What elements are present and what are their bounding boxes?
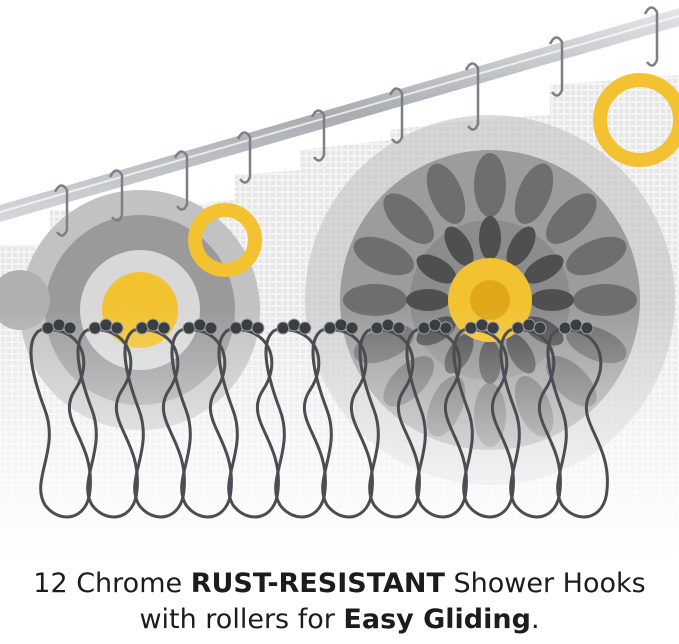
roller-ball bbox=[251, 321, 265, 335]
product-photo bbox=[0, 0, 679, 560]
caption-line-1: 12 Chrome RUST-RESISTANT Shower Hooks bbox=[33, 568, 646, 599]
roller-ball bbox=[381, 318, 395, 332]
roller-ball bbox=[287, 318, 301, 332]
roller-ball bbox=[298, 321, 312, 335]
roller-ball bbox=[240, 318, 254, 332]
roller-ball bbox=[428, 318, 442, 332]
roller-ball bbox=[135, 321, 149, 335]
roller-ball bbox=[464, 321, 478, 335]
roller-ball bbox=[558, 321, 572, 335]
roller-ball bbox=[370, 321, 384, 335]
roller-hooks bbox=[29, 318, 609, 519]
roller-ball bbox=[417, 321, 431, 335]
roller-ball bbox=[157, 321, 171, 335]
roller-ball bbox=[522, 318, 536, 332]
roller-ball bbox=[276, 321, 290, 335]
roller-ball bbox=[345, 321, 359, 335]
roller-ball bbox=[193, 318, 207, 332]
caption-line-2: with rollers for Easy Gliding. bbox=[139, 604, 540, 635]
roller-ball bbox=[88, 321, 102, 335]
roller-ball bbox=[63, 321, 77, 335]
roller-ball bbox=[511, 321, 525, 335]
roller-ball bbox=[41, 321, 55, 335]
roller-ball bbox=[533, 321, 547, 335]
roller-ball bbox=[110, 321, 124, 335]
roller-ball bbox=[475, 318, 489, 332]
product-caption: 12 Chrome RUST-RESISTANT Shower Hooks wi… bbox=[0, 566, 679, 638]
roller-ball bbox=[229, 321, 243, 335]
roller-ball bbox=[52, 318, 66, 332]
roller-ball bbox=[182, 321, 196, 335]
roller-ball bbox=[146, 318, 160, 332]
shower-rod bbox=[0, 8, 679, 222]
roller-ball bbox=[204, 321, 218, 335]
hanging-hooks bbox=[53, 6, 659, 237]
roller-ball bbox=[334, 318, 348, 332]
roller-ball bbox=[580, 321, 594, 335]
roller-ball bbox=[486, 321, 500, 335]
roller-ball bbox=[323, 321, 337, 335]
roller-ball bbox=[99, 318, 113, 332]
roller-hook bbox=[546, 318, 609, 519]
roller-ball bbox=[392, 321, 406, 335]
roller-ball bbox=[439, 321, 453, 335]
roller-ball bbox=[569, 318, 583, 332]
